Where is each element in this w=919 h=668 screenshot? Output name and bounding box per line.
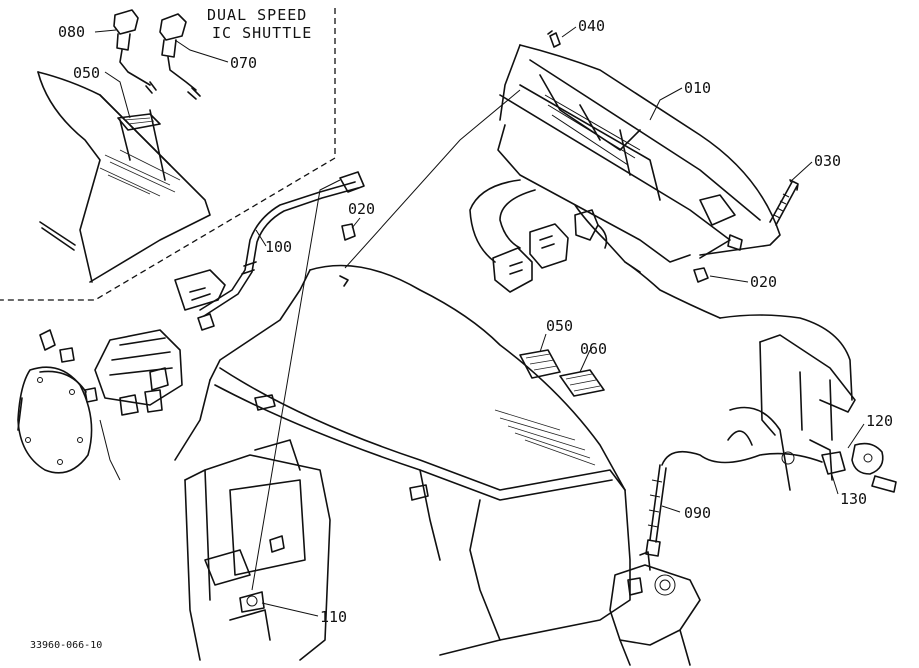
dual-speed-inset xyxy=(0,8,336,301)
callout-070: 070 xyxy=(230,54,257,72)
inset-caption-line1: DUAL SPEED xyxy=(207,6,307,24)
callout-090: 090 xyxy=(684,504,711,522)
callout-050-inset: 050 xyxy=(73,64,100,82)
callout-130: 130 xyxy=(840,490,867,508)
lower-stand xyxy=(184,439,331,661)
gearbox xyxy=(609,551,701,666)
callout-100: 100 xyxy=(265,238,292,256)
leader-lines xyxy=(94,26,865,617)
inset-border xyxy=(0,8,336,301)
callout-080: 080 xyxy=(58,23,85,41)
callout-020-left: 020 xyxy=(348,200,375,218)
callout-040: 040 xyxy=(578,17,605,35)
right-bracket xyxy=(727,334,897,493)
callout-120: 120 xyxy=(866,412,893,430)
cable-090 xyxy=(645,450,823,557)
left-bracket-assembly xyxy=(39,269,226,416)
callout-060: 060 xyxy=(580,340,607,358)
panel-hatch xyxy=(494,409,596,466)
callout-050-panel: 050 xyxy=(546,317,573,335)
pad-050-panel xyxy=(519,349,561,379)
inset-caption-line2: IC SHUTTLE xyxy=(212,24,312,42)
bolt-030 xyxy=(769,179,799,226)
callout-020-right: 020 xyxy=(750,273,777,291)
cover-plate xyxy=(17,366,93,474)
callout-110: 110 xyxy=(320,608,347,626)
nut-020-right xyxy=(693,267,709,283)
pad-050-inset xyxy=(117,113,161,131)
nut-020-left xyxy=(341,223,356,241)
inset-hatch xyxy=(99,149,181,197)
figure-number: 33960-066-10 xyxy=(30,640,102,651)
callout-010: 010 xyxy=(684,79,711,97)
callout-030: 030 xyxy=(814,152,841,170)
cable-100 xyxy=(199,171,365,317)
switch-080 xyxy=(113,9,157,94)
dash-panel xyxy=(174,264,631,656)
bolt-040 xyxy=(547,30,561,48)
switch-070 xyxy=(159,13,201,100)
instrument-panel-010 xyxy=(469,44,853,401)
